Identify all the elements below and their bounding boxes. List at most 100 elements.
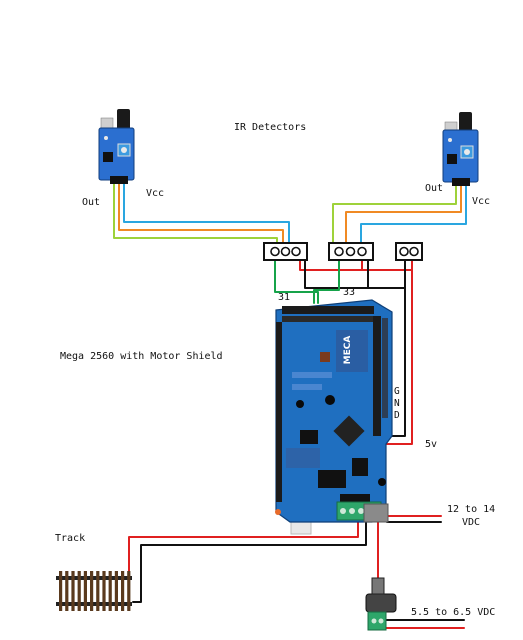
track-tie — [90, 571, 94, 611]
left-sensor-header — [110, 176, 128, 184]
terminal-screw — [349, 508, 355, 514]
track-tie — [59, 571, 63, 611]
left-sensor-led — [104, 136, 108, 140]
connector-pin — [270, 246, 280, 257]
left-ir-emitter — [100, 117, 114, 129]
green-pin33-wire — [313, 258, 340, 304]
right-sensor-led — [448, 138, 452, 142]
pin-31-label: 31 — [278, 292, 291, 303]
board-cap — [325, 395, 335, 405]
left-ir-receiver — [117, 109, 130, 131]
board-brand-panel — [336, 330, 368, 372]
connector-pin — [357, 246, 367, 257]
ir-detectors-label: IR Detectors — [234, 122, 307, 133]
track-ties — [59, 571, 131, 611]
track-label: Track — [55, 533, 86, 544]
board-cap-2 — [296, 400, 304, 408]
dc-jack — [365, 577, 397, 631]
track-tie — [121, 571, 125, 611]
dc-jack-body — [365, 593, 397, 613]
dc-jack-plug — [371, 577, 385, 595]
five-volt-label: 5v — [425, 439, 438, 450]
board-status-led — [275, 509, 281, 515]
right-sensor-vcc-label: Vcc — [472, 196, 491, 207]
gnd-label-d: D — [394, 410, 400, 421]
board-right-pins — [382, 318, 388, 418]
right-sensor-blue-wire — [360, 184, 467, 246]
board-component-strip-4 — [340, 494, 370, 502]
board-driver-chip — [318, 470, 346, 488]
connector-pin — [399, 246, 409, 257]
left-sensor-out-label: Out — [82, 197, 101, 208]
pin-33-label: 33 — [343, 287, 356, 298]
board-cap-3 — [378, 478, 386, 486]
board-component-strip-2 — [292, 384, 322, 390]
connector-pin — [291, 246, 301, 257]
mega-2560-motor-shield: MECA — [275, 299, 393, 535]
board-reset-button — [320, 352, 330, 362]
board-top-header-2 — [282, 316, 374, 322]
connector-block-middle — [328, 242, 374, 261]
track-tie — [114, 571, 118, 611]
board-component-strip — [292, 372, 332, 378]
board-right-header — [373, 316, 381, 436]
right-ir-receiver — [459, 112, 472, 134]
track-rail-top — [56, 576, 132, 580]
connector-block-right — [395, 242, 423, 261]
connector-pin — [345, 246, 356, 257]
jack-power-label: 5.5 to 6.5 VDC — [411, 607, 496, 618]
right-sensor-chip — [447, 154, 457, 164]
red-5v-bus-wire — [299, 258, 413, 271]
power-unit-label: VDC — [462, 517, 481, 528]
board-top-header — [282, 306, 374, 314]
power-range-label: 12 to 14 — [447, 504, 496, 515]
red-5v-down-to-board — [384, 269, 413, 445]
terminal-screw — [358, 508, 364, 514]
track-tie — [108, 571, 112, 611]
track-tie — [77, 571, 81, 611]
left-sensor-blue-wire — [123, 181, 290, 246]
dc-jack-screw — [371, 618, 377, 624]
right-sensor-pot-knob — [464, 149, 470, 155]
board-title-label: Mega 2560 with Motor Shield — [60, 351, 223, 362]
connector-pin — [334, 246, 344, 257]
board-brand-text: MECA — [343, 336, 353, 365]
dc-jack-screw — [378, 618, 384, 624]
connector-block-left — [263, 242, 308, 261]
board-small-chip — [352, 458, 368, 476]
track — [56, 571, 132, 611]
right-sensor-orange-wire — [345, 184, 462, 246]
terminal-screw — [340, 508, 346, 514]
track-tie — [127, 571, 131, 611]
board-power-plug — [363, 503, 389, 523]
board-component-strip-3 — [286, 448, 320, 468]
dc-jack-terminal — [367, 611, 387, 631]
left-ir-sensor — [98, 109, 135, 184]
right-sensor-out-label: Out — [425, 183, 444, 194]
left-sensor-pot-knob — [121, 147, 127, 153]
board-mcu-chip — [333, 415, 365, 447]
connector-pin — [409, 246, 419, 257]
board-driver-chip-2 — [300, 430, 318, 444]
gnd-label-g: G — [394, 386, 400, 397]
right-sensor-lime-wire — [332, 184, 457, 246]
track-rail-bottom — [56, 602, 132, 606]
track-tie — [65, 571, 69, 611]
track-tie — [102, 571, 106, 611]
wires — [113, 181, 467, 629]
gnd-label-n: N — [394, 398, 400, 409]
track-tie — [71, 571, 75, 611]
track-red-wire — [128, 521, 359, 578]
green-pin31-wire — [274, 258, 319, 304]
right-sensor-header — [452, 178, 470, 186]
board-left-header — [276, 322, 282, 502]
black-gnd-bus-wire — [304, 258, 406, 289]
right-ir-sensor — [442, 112, 479, 186]
track-black-wire — [132, 521, 367, 603]
left-sensor-lime-wire — [113, 181, 278, 246]
left-sensor-chip — [103, 152, 113, 162]
left-sensor-vcc-label: Vcc — [146, 188, 165, 199]
track-tie — [83, 571, 87, 611]
track-tie — [96, 571, 100, 611]
